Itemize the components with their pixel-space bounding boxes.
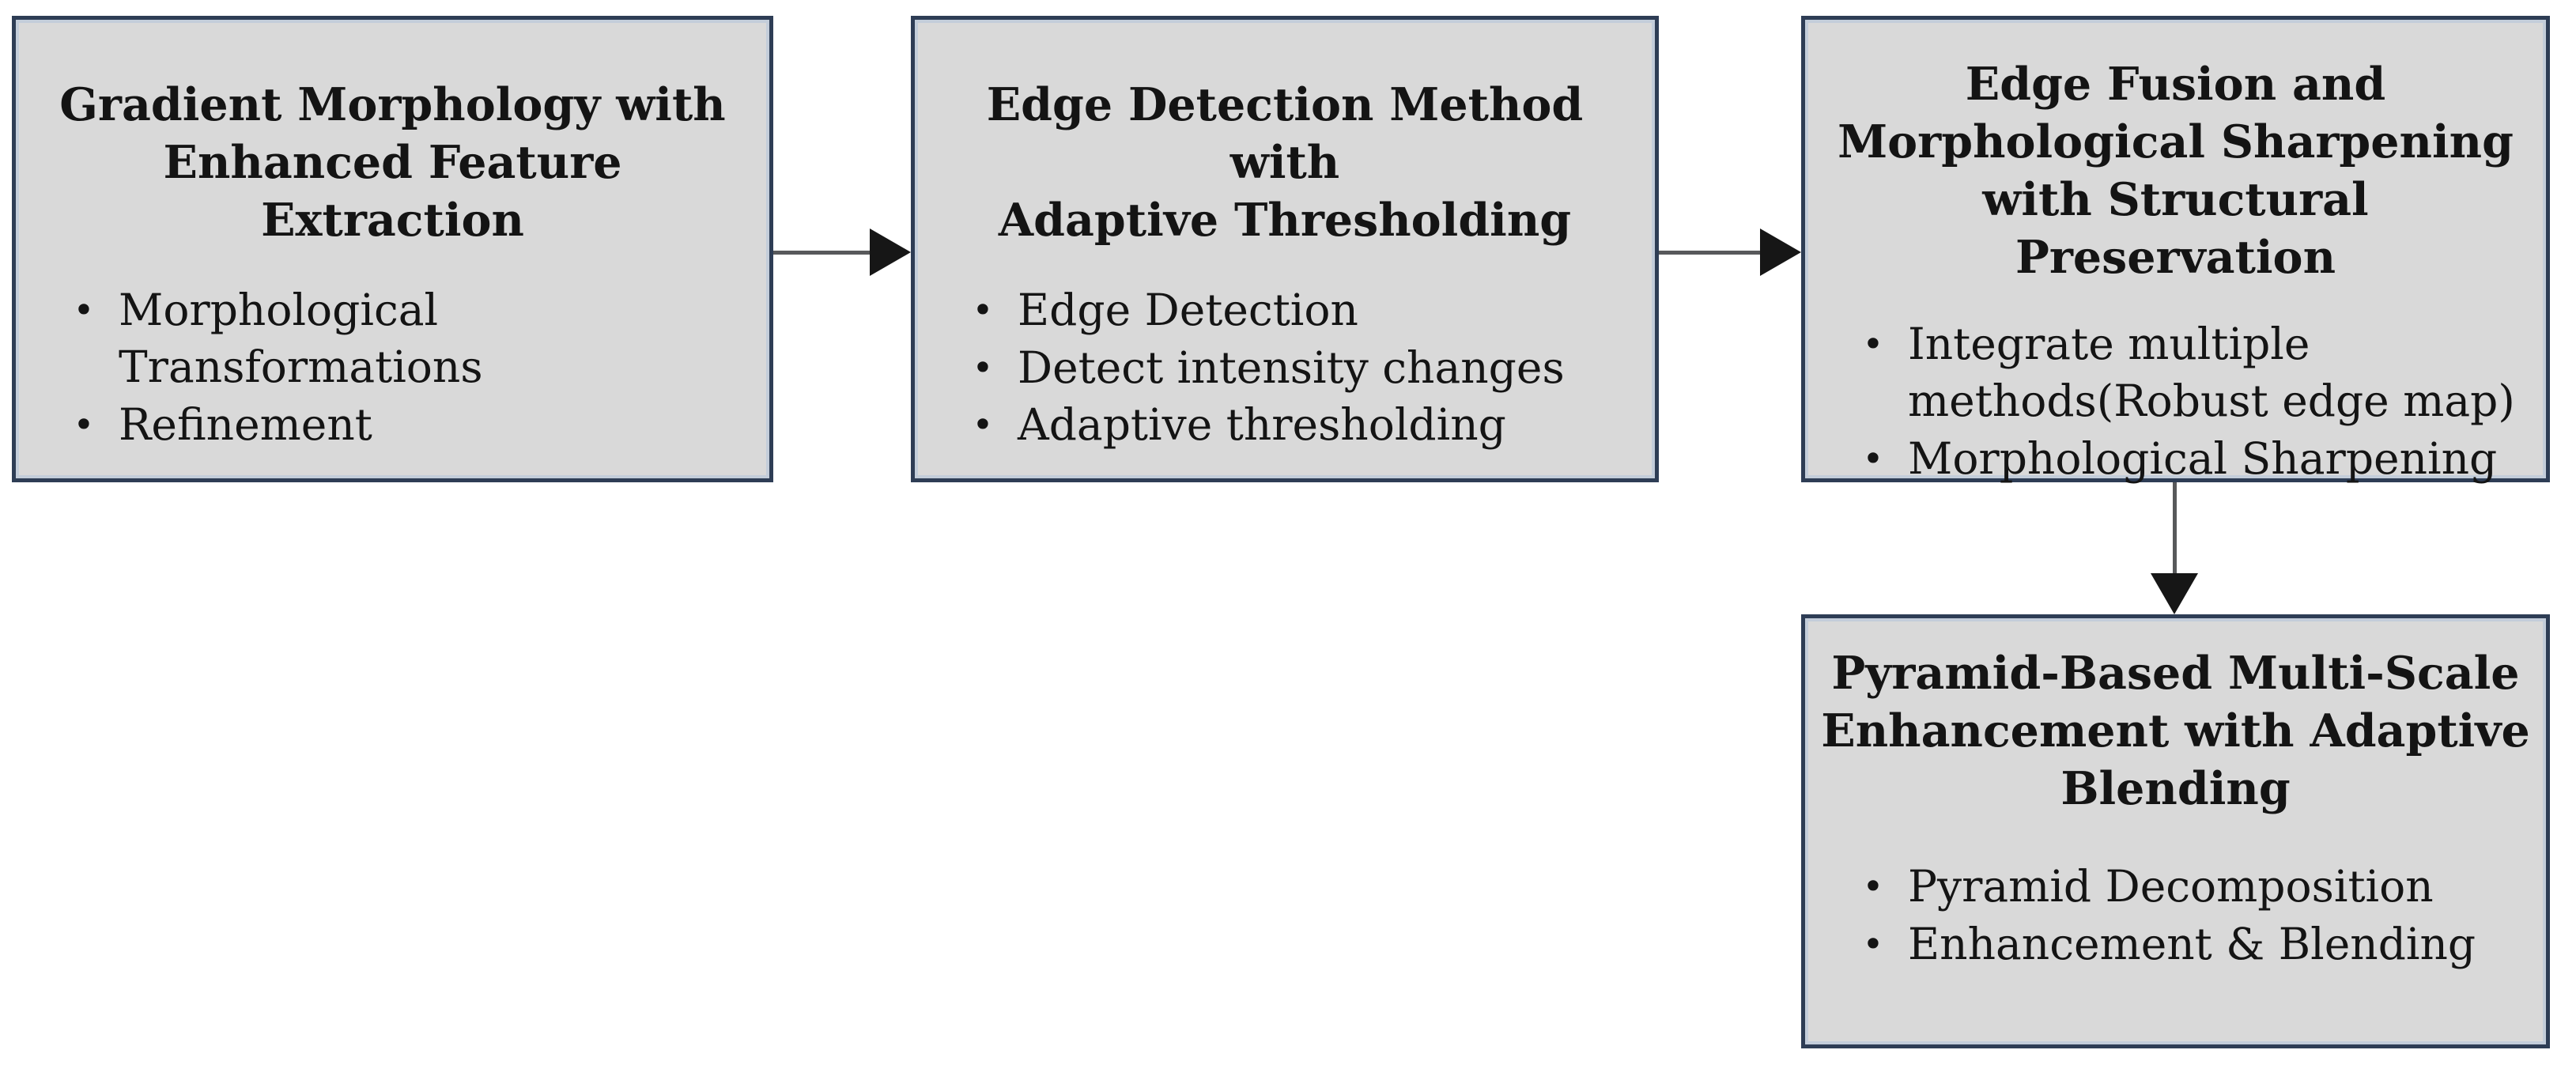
bullet-item: • Refinement — [49, 396, 752, 454]
bullet-text: Integrate multiple methods(Robust edge m… — [1908, 318, 2515, 427]
box-title: Edge Fusion and Morphological Sharpening… — [1838, 58, 2514, 284]
arrow-line — [1659, 250, 1760, 255]
arrow-box1-to-box2 — [773, 227, 911, 278]
arrow-line — [2172, 482, 2177, 573]
arrow-line — [773, 250, 870, 255]
bullet-list: • Integrate multiple methods(Robust edge… — [1805, 315, 2546, 488]
bullet-marker: • — [1862, 322, 1884, 365]
bullet-marker: • — [1862, 437, 1884, 480]
bullet-list: • Morphological Transformations • Refine… — [16, 281, 769, 454]
process-box-edge-detection: Edge Detection Method with Adaptive Thre… — [911, 16, 1659, 482]
arrow-box2-to-box3 — [1659, 227, 1801, 278]
bullet-marker: • — [972, 288, 994, 331]
box-title: Gradient Morphology with Enhanced Featur… — [59, 78, 726, 247]
bullet-text: Detect intensity changes — [1018, 342, 1565, 393]
bullet-item: • Detect intensity changes — [948, 339, 1637, 397]
bullet-text: Morphological Transformations — [119, 284, 483, 393]
bullet-marker: • — [972, 346, 994, 389]
bullet-item: • Pyramid Decomposition — [1838, 858, 2529, 916]
box-title: Pyramid-Based Multi-Scale Enhancement wi… — [1821, 647, 2530, 815]
bullet-marker: • — [972, 403, 994, 447]
bullet-list: • Edge Detection • Detect intensity chan… — [915, 281, 1655, 454]
bullet-text: Refinement — [119, 399, 372, 451]
bullet-item: • Adaptive thresholding — [948, 396, 1637, 454]
arrow-down-icon — [2151, 573, 2198, 614]
bullet-marker: • — [73, 403, 95, 447]
bullet-item: • Morphological Sharpening — [1838, 430, 2529, 488]
bullet-text: Edge Detection — [1018, 284, 1358, 335]
process-box-gradient-morphology: Gradient Morphology with Enhanced Featur… — [12, 16, 773, 482]
bullet-item: • Morphological Transformations — [49, 281, 752, 396]
bullet-marker: • — [73, 288, 95, 331]
bullet-marker: • — [1862, 864, 1884, 908]
bullet-item: • Enhancement & Blending — [1838, 916, 2529, 973]
bullet-text: Adaptive thresholding — [1018, 399, 1506, 451]
arrow-right-icon — [1760, 228, 1801, 276]
arrow-box3-to-box4 — [2149, 482, 2200, 614]
bullet-item: • Edge Detection — [948, 281, 1637, 339]
bullet-item: • Integrate multiple methods(Robust edge… — [1838, 315, 2529, 430]
bullet-marker: • — [1862, 922, 1884, 965]
process-box-pyramid-enhancement: Pyramid-Based Multi-Scale Enhancement wi… — [1801, 614, 2550, 1048]
arrow-right-icon — [870, 228, 911, 276]
process-box-edge-fusion: Edge Fusion and Morphological Sharpening… — [1801, 16, 2550, 484]
bullet-text: Morphological Sharpening — [1908, 433, 2498, 484]
bullet-list: • Pyramid Decomposition • Enhancement & … — [1805, 858, 2546, 972]
bullet-text: Enhancement & Blending — [1908, 918, 2476, 969]
box-title: Edge Detection Method with Adaptive Thre… — [986, 78, 1584, 247]
bullet-text: Pyramid Decomposition — [1908, 860, 2434, 912]
